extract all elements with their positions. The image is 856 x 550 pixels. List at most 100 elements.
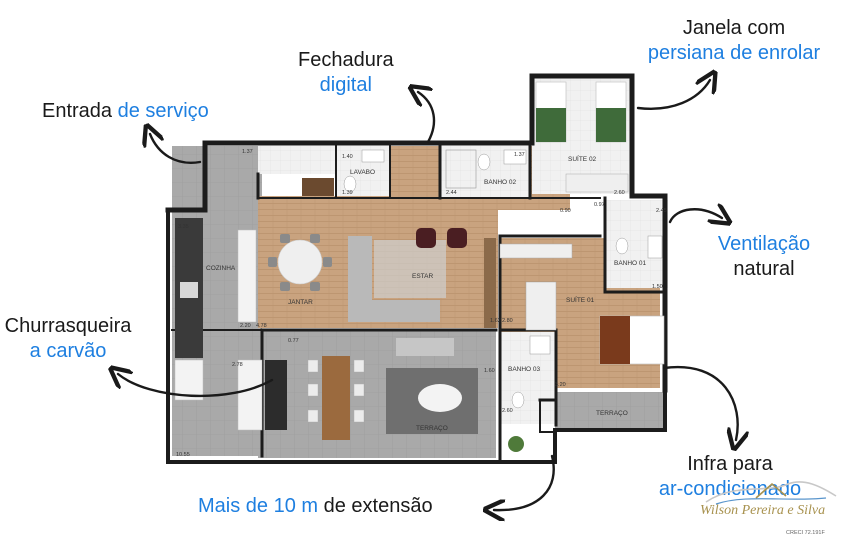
room-label-terraco-suite: TERRAÇO <box>596 410 628 417</box>
callout-infra: Infra para ar-condicionado <box>646 452 814 502</box>
double-bed-blanket <box>600 316 630 364</box>
lavabo-sink <box>361 149 385 163</box>
bath03-sink <box>529 335 551 355</box>
callout-churrasqueira: Churrasqueira a carvão <box>4 314 132 364</box>
service-tank <box>174 359 204 401</box>
service-area-floor <box>205 146 257 196</box>
dim-label: 3.35 <box>178 224 189 230</box>
bath03-toilet <box>511 391 525 409</box>
callout-ventilacao-line1: Ventilação <box>717 233 811 255</box>
bath02-shower <box>445 149 477 189</box>
callout-janela-line2: persiana de enrolar <box>647 42 821 64</box>
callout-arrows <box>118 80 738 510</box>
dim-label: 1.62 <box>490 318 501 324</box>
callout-infra-line1: Infra para <box>687 453 773 475</box>
bed-1-blanket <box>536 108 566 142</box>
dim-label: 10.55 <box>176 452 190 458</box>
room-label-banho03: BANHO 03 <box>508 366 541 373</box>
bath01-toilet <box>615 237 629 255</box>
room-label-cozinha: COZINHA <box>206 265 236 272</box>
arrow-churrasqueira <box>118 374 274 398</box>
sink <box>180 282 198 298</box>
walls <box>165 73 668 464</box>
dim-label: 2.44 <box>446 190 457 196</box>
realtor-logo <box>705 481 837 505</box>
bath02-sink <box>503 149 527 165</box>
callout-fechadura: Fechadura digital <box>298 48 394 98</box>
room-label-jantar: JANTAR <box>288 299 313 306</box>
arrow-infra <box>662 365 738 440</box>
dim-label: 2.60 <box>614 190 625 196</box>
arrow-entrada <box>150 134 202 164</box>
callout-janela-line1: Janela com <box>682 17 786 39</box>
dim-label: 2.80 <box>502 318 513 324</box>
callout-infra-line2: ar-condicionado <box>658 478 802 500</box>
utility-shelf <box>302 178 334 196</box>
callout-janela: Janela com persiana de enrolar <box>628 16 840 66</box>
terrace-sofa <box>396 338 454 356</box>
dim-label: 2.20 <box>240 323 251 329</box>
sofa <box>348 236 440 322</box>
dim-label: 1.60 <box>484 368 495 374</box>
dim-label: 4.78 <box>256 323 267 329</box>
creci-number: CRECI 72.191F <box>786 530 825 536</box>
callout-fechadura-line2: digital <box>319 74 372 96</box>
wardrobe-01 <box>525 281 557 331</box>
dim-label: 1.40 <box>342 154 353 160</box>
wardrobe-02 <box>565 173 629 193</box>
dim-label: 0.90 <box>560 208 571 214</box>
dim-label: 1.37 <box>514 152 525 158</box>
dim-label: 0.97 <box>594 202 605 208</box>
terrace-chairs <box>307 359 365 423</box>
bath01-sink <box>647 235 663 259</box>
dim-label: 1.50 <box>652 284 663 290</box>
room-label-suite02: SUÍTE 02 <box>568 154 597 163</box>
dim-label: 2.78 <box>232 362 243 368</box>
lavabo-toilet <box>343 175 357 193</box>
dim-label: 1.39 <box>342 190 353 196</box>
arrow-extensao <box>494 454 555 510</box>
callout-entrada-part1: Entrada <box>42 100 118 122</box>
bath02-toilet <box>477 153 491 171</box>
room-label-banho01: BANHO 01 <box>614 260 647 267</box>
callout-churrasqueira-line2: a carvão <box>29 340 107 362</box>
dim-label: 1.37 <box>242 149 253 155</box>
utility-box <box>258 146 336 174</box>
wardrobe-01b <box>499 243 573 259</box>
room-label-terraco: TERRAÇO <box>416 425 448 432</box>
callout-extensao-part2: de extensão <box>318 495 433 517</box>
grill-counter <box>237 359 263 431</box>
callout-ventilacao: Ventilação natural <box>702 232 826 282</box>
armchair-2 <box>447 228 467 248</box>
plant <box>508 436 524 452</box>
terrace-table <box>322 356 350 440</box>
arrow-janela <box>636 80 710 110</box>
callout-extensao-part1: Mais de 10 m <box>198 495 319 517</box>
callout-entrada-part2: de serviço <box>117 100 209 122</box>
callout-ventilacao-line2: natural <box>733 258 795 280</box>
dim-label: 2.45 <box>656 208 667 214</box>
terrace-coffee-table <box>418 384 462 412</box>
callout-fechadura-line1: Fechadura <box>298 49 394 71</box>
armchair-1 <box>416 228 436 248</box>
dining-table <box>277 239 323 285</box>
kitchen-island <box>237 229 257 323</box>
rug <box>374 240 446 298</box>
bed-2-blanket <box>596 108 626 142</box>
callout-extensao: Mais de 10 m de extensão <box>198 494 433 519</box>
arrow-fechadura <box>418 92 436 144</box>
room-label-estar: ESTAR <box>412 273 433 280</box>
suite-terrace-floor <box>555 392 665 432</box>
dining-chairs <box>268 234 332 291</box>
dim-label: 2.60 <box>502 408 513 414</box>
dim-label: 0.77 <box>288 338 299 344</box>
room-label-suite01: SUÍTE 01 <box>566 295 595 304</box>
realtor-logo-text: Wilson Pereira e Silva <box>700 503 826 518</box>
callout-churrasqueira-line1: Churrasqueira <box>4 315 132 337</box>
arrow-ventilacao <box>668 209 722 222</box>
callout-entrada: Entrada de serviço <box>42 99 209 124</box>
room-label-lavabo: LAVABO <box>350 169 375 176</box>
tv-panel <box>484 238 496 328</box>
dim-label: 3.20 <box>555 382 566 388</box>
